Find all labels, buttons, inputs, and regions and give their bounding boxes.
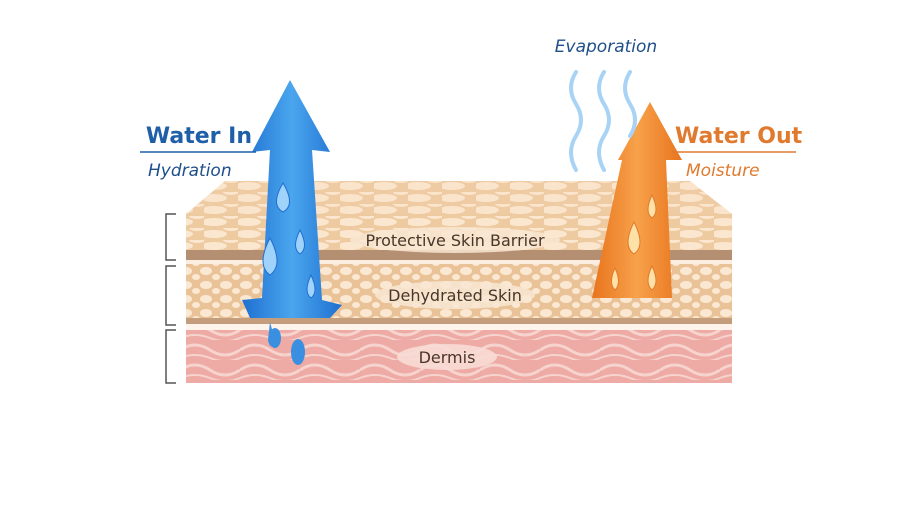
- label-water-out: Water Out: [675, 124, 803, 149]
- label-dermis: Dermis: [419, 348, 476, 367]
- label-hydration: Hydration: [148, 161, 232, 181]
- water-in-arrow-icon: [242, 80, 342, 365]
- water-out-arrow-icon: [592, 102, 682, 298]
- label-dehydrated-skin: Dehydrated Skin: [388, 286, 522, 305]
- label-protective-barrier: Protective Skin Barrier: [365, 231, 544, 250]
- label-evaporation: Evaporation: [555, 37, 657, 57]
- label-moisture: Moisture: [686, 161, 760, 181]
- label-water-in: Water In: [146, 124, 252, 149]
- evaporation-waves-icon: [569, 70, 637, 172]
- layer-brackets: [165, 213, 176, 384]
